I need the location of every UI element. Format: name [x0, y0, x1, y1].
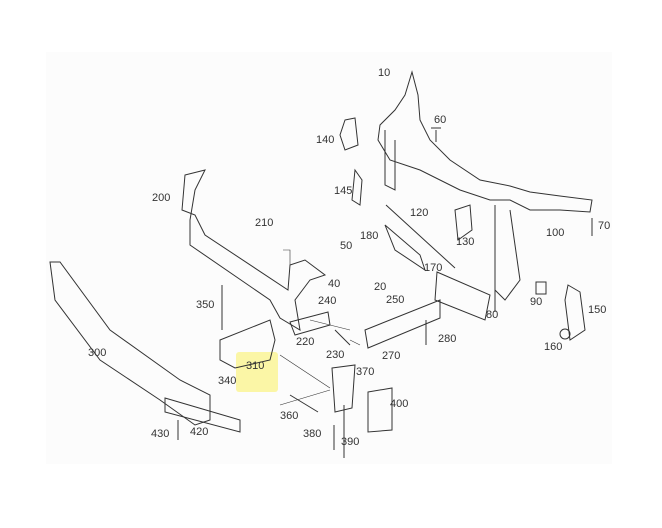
part-label-100[interactable]: 100 [546, 227, 565, 239]
part-label-130[interactable]: 130 [456, 236, 475, 248]
part-90-nut [535, 281, 547, 295]
part-310-bracket [219, 319, 276, 369]
part-label-400[interactable]: 400 [390, 398, 409, 410]
diagram-panel [46, 52, 612, 464]
part-label-210[interactable]: 210 [255, 217, 274, 229]
part-label-390[interactable]: 390 [341, 436, 360, 448]
part-label-350[interactable]: 350 [196, 299, 215, 311]
part-label-270[interactable]: 270 [382, 350, 401, 362]
part-label-240[interactable]: 240 [318, 295, 337, 307]
part-250-bar [364, 299, 441, 349]
part-label-10[interactable]: 10 [378, 67, 391, 79]
part-label-310[interactable]: 310 [246, 360, 265, 372]
part-label-20[interactable]: 20 [374, 281, 387, 293]
highlight-310 [236, 352, 278, 392]
part-420-trim [164, 397, 241, 433]
part-230-bolt [334, 329, 351, 346]
part-200-crossmember [181, 169, 327, 331]
part-label-380[interactable]: 380 [303, 428, 322, 440]
part-150-bracket [564, 284, 586, 341]
part-label-50[interactable]: 50 [340, 240, 353, 252]
part-label-60[interactable]: 60 [434, 114, 447, 126]
part-label-90[interactable]: 90 [530, 296, 543, 308]
part-label-340[interactable]: 340 [218, 375, 237, 387]
part-145-bracket [351, 168, 363, 206]
part-300-bumper-beam [49, 261, 211, 426]
part-label-300[interactable]: 300 [88, 347, 107, 359]
part-label-430[interactable]: 430 [151, 428, 170, 440]
part-label-70[interactable]: 70 [598, 220, 611, 232]
part-120-strip [385, 204, 456, 269]
part-label-140[interactable]: 140 [316, 134, 335, 146]
part-label-280[interactable]: 280 [438, 333, 457, 345]
part-160-nut [559, 328, 571, 340]
part-130-bracket [454, 204, 473, 241]
part-label-250[interactable]: 250 [386, 294, 405, 306]
part-label-230[interactable]: 230 [326, 349, 345, 361]
part-400-cover [367, 387, 393, 433]
part-label-145[interactable]: 145 [334, 185, 353, 197]
part-170-shield [434, 271, 491, 321]
part-label-40[interactable]: 40 [328, 278, 341, 290]
part-10-radiator-support [377, 70, 593, 301]
part-360-bolt [289, 394, 319, 413]
part-label-80[interactable]: 80 [486, 309, 499, 321]
part-label-370[interactable]: 370 [356, 366, 375, 378]
part-label-150[interactable]: 150 [588, 304, 607, 316]
part-label-180[interactable]: 180 [360, 230, 379, 242]
part-label-420[interactable]: 420 [190, 426, 209, 438]
part-label-200[interactable]: 200 [152, 192, 171, 204]
part-label-360[interactable]: 360 [280, 410, 299, 422]
part-370-bracket [331, 364, 356, 413]
part-label-220[interactable]: 220 [296, 336, 315, 348]
leader-lines [279, 249, 361, 406]
part-140-bracket [339, 117, 359, 151]
part-60-bolt [431, 127, 441, 142]
part-label-120[interactable]: 120 [410, 207, 429, 219]
part-label-170[interactable]: 170 [424, 262, 443, 274]
part-label-160[interactable]: 160 [544, 341, 563, 353]
part-180-bracket [384, 224, 426, 272]
